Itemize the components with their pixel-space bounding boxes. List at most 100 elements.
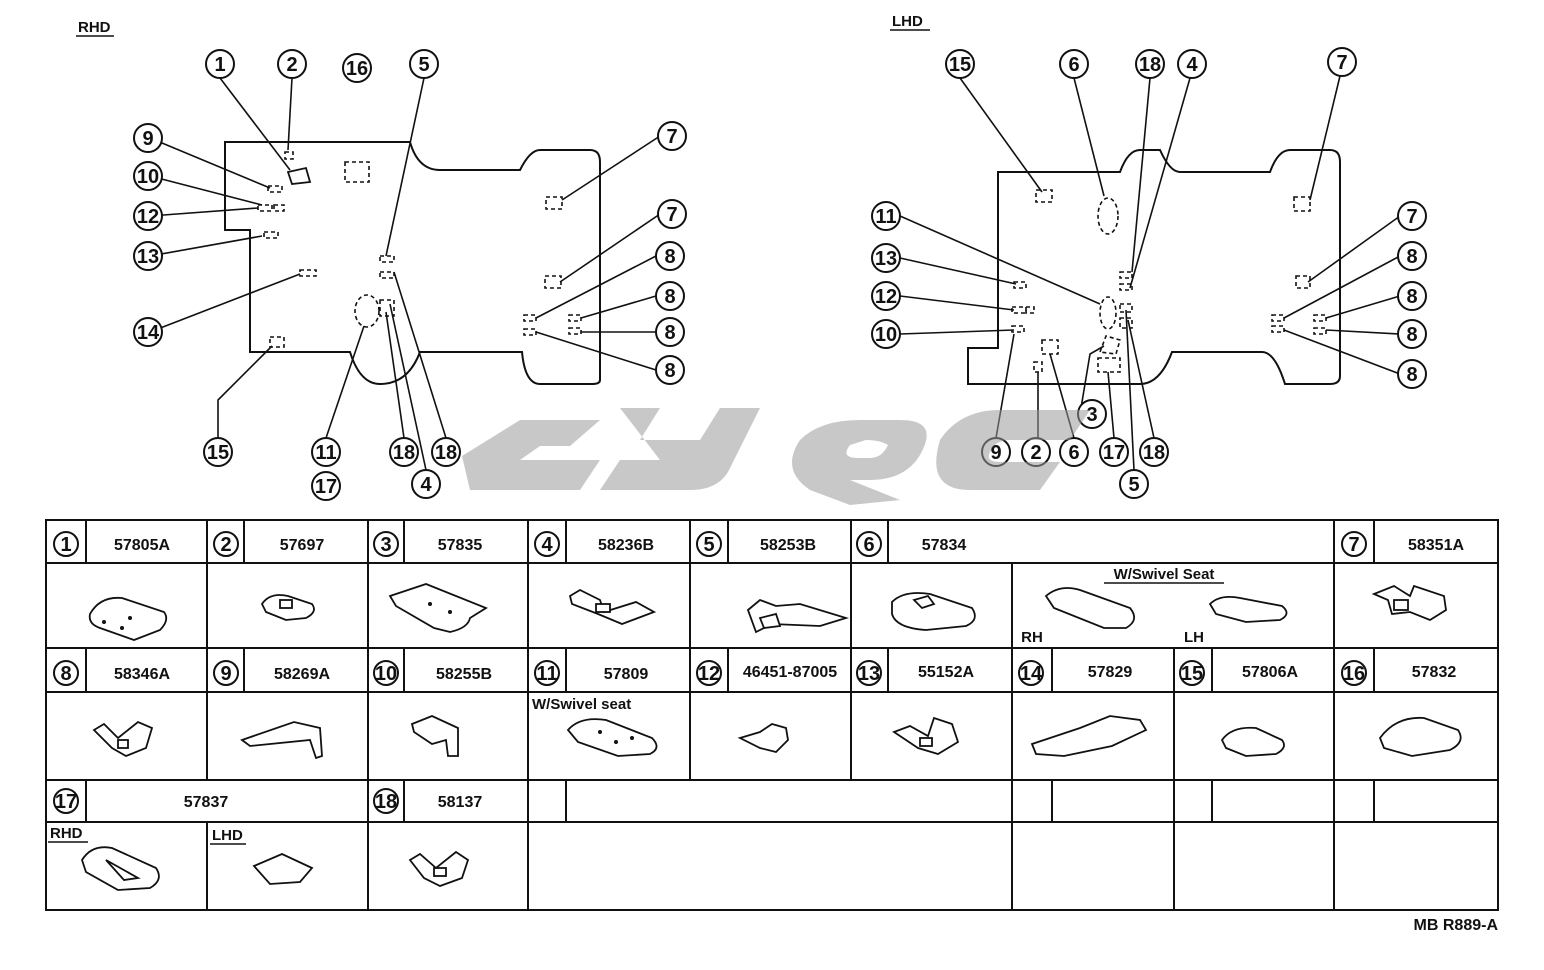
- callout-label: 4: [1186, 54, 1198, 76]
- callout-label: 3: [1086, 404, 1097, 426]
- part-number-index: 11: [536, 663, 557, 685]
- callout-label: 14: [137, 322, 160, 344]
- lhd-note: LHD: [212, 827, 243, 844]
- callout[interactable]: 18: [1139, 437, 1169, 467]
- callout[interactable]: 14: [133, 317, 163, 347]
- callout[interactable]: 8: [1397, 241, 1427, 271]
- part-code: 58346A: [114, 666, 170, 683]
- part-code: 57835: [438, 537, 483, 554]
- callout[interactable]: 8: [1397, 281, 1427, 311]
- callout-label: 8: [1406, 286, 1417, 308]
- callout-label: 2: [1030, 442, 1041, 464]
- part-code: 57837: [184, 794, 229, 811]
- callout[interactable]: 13: [133, 241, 163, 271]
- callout[interactable]: 10: [871, 319, 901, 349]
- callout-label: 18: [393, 442, 415, 464]
- callout[interactable]: 8: [1397, 319, 1427, 349]
- callout-label: 13: [875, 248, 897, 270]
- part-code: 58351A: [1408, 537, 1464, 554]
- callout[interactable]: 15: [945, 49, 975, 79]
- part-code: 57697: [280, 537, 325, 554]
- callout-label: 18: [1139, 54, 1161, 76]
- callout[interactable]: 4: [411, 469, 441, 499]
- callout[interactable]: 12: [871, 281, 901, 311]
- part-number-index: 14: [1020, 663, 1043, 685]
- callout[interactable]: 2: [1021, 437, 1051, 467]
- part-code: 58255B: [436, 666, 492, 683]
- callout[interactable]: 8: [655, 281, 685, 311]
- part-sketches: [81, 583, 1462, 891]
- part-number-index: 18: [375, 791, 397, 813]
- callout[interactable]: 6: [1059, 49, 1089, 79]
- part-cell[interactable]: 14 57829: [1018, 660, 1133, 686]
- callout[interactable]: 7: [657, 199, 687, 229]
- callout-label: 8: [664, 286, 675, 308]
- part-number-index: 15: [1181, 663, 1203, 685]
- callout[interactable]: 4: [1177, 49, 1207, 79]
- callout[interactable]: 7: [657, 121, 687, 151]
- part-code: 58269A: [274, 666, 330, 683]
- callout-label: 18: [435, 442, 457, 464]
- callout-label: 17: [315, 476, 337, 498]
- callout-label: 18: [1143, 442, 1165, 464]
- callout[interactable]: 9: [133, 123, 163, 153]
- callout-label: 6: [1068, 442, 1079, 464]
- callout[interactable]: 2: [277, 49, 307, 79]
- callout-label: 7: [1336, 52, 1347, 74]
- callout-label: 16: [346, 58, 368, 80]
- callout[interactable]: 5: [409, 49, 439, 79]
- callout[interactable]: 15: [203, 437, 233, 467]
- callout[interactable]: 17: [311, 471, 341, 501]
- callout[interactable]: 7: [1397, 201, 1427, 231]
- callout[interactable]: 13: [871, 243, 901, 273]
- callout-label: 10: [137, 166, 159, 188]
- callout-label: 8: [1406, 364, 1417, 386]
- callout[interactable]: 1: [205, 49, 235, 79]
- rhd-layout: RHD: [76, 19, 687, 501]
- callout[interactable]: 18: [389, 437, 419, 467]
- part-number-index: 5: [703, 534, 714, 556]
- callout[interactable]: 6: [1059, 437, 1089, 467]
- callout[interactable]: 8: [655, 241, 685, 271]
- callout[interactable]: 8: [655, 317, 685, 347]
- callout[interactable]: 8: [1397, 359, 1427, 389]
- callout[interactable]: 11: [311, 437, 341, 467]
- callout[interactable]: 18: [431, 437, 461, 467]
- callout[interactable]: 17: [1099, 437, 1129, 467]
- callout[interactable]: 5: [1119, 469, 1149, 499]
- callout[interactable]: 10: [133, 161, 163, 191]
- callout[interactable]: 16: [342, 53, 372, 83]
- part-code: 57829: [1088, 664, 1133, 681]
- callout-label: 5: [418, 54, 429, 76]
- callout[interactable]: 7: [1327, 47, 1357, 77]
- lhd-callouts: 15 6 18 4 7 11 13 12 10 7 8 8 8 8 9 2 6 …: [871, 47, 1427, 499]
- callout[interactable]: 12: [133, 201, 163, 231]
- callout-label: 8: [664, 360, 675, 382]
- callout[interactable]: 11: [871, 201, 901, 231]
- callout[interactable]: 18: [1135, 49, 1165, 79]
- callout-label: 9: [142, 128, 153, 150]
- callout[interactable]: 3: [1077, 399, 1107, 429]
- callout[interactable]: 8: [655, 355, 685, 385]
- part-number-index: 1: [60, 534, 71, 556]
- callout-label: 8: [664, 322, 675, 344]
- part-code: 57832: [1412, 664, 1457, 681]
